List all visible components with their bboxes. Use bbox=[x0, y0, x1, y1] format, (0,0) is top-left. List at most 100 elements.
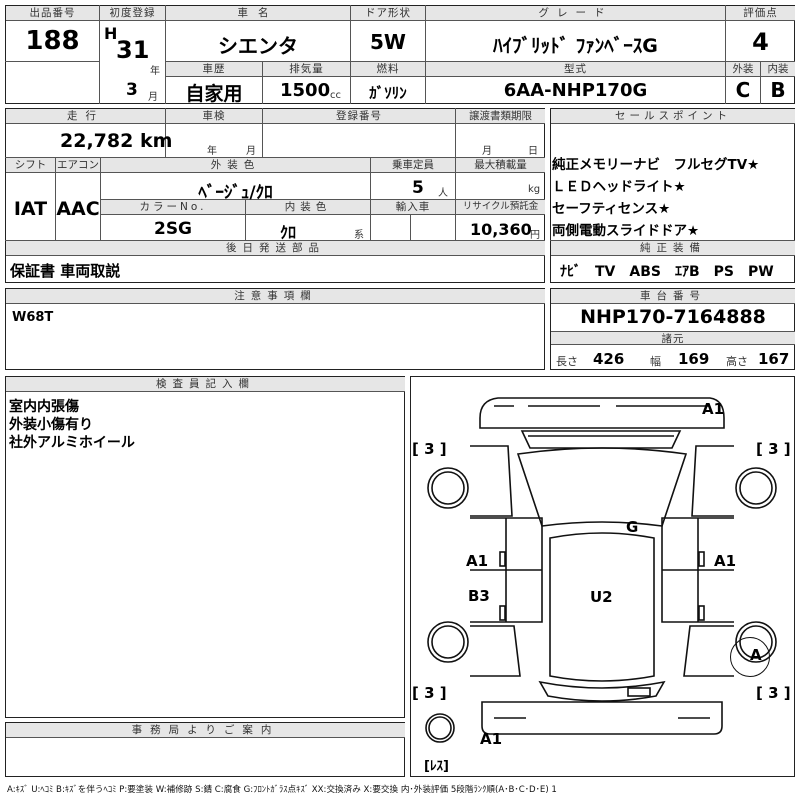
colorno-label: カラーNo. bbox=[101, 200, 245, 215]
mark-roof: U2 bbox=[590, 588, 613, 606]
divider bbox=[5, 61, 99, 62]
mark-windshield: G bbox=[626, 518, 638, 536]
width-label: 幅 bbox=[650, 355, 661, 368]
divider bbox=[165, 61, 795, 62]
divider bbox=[350, 61, 351, 104]
divider bbox=[165, 5, 166, 61]
mark-top-left: [ 3 ] bbox=[412, 440, 447, 458]
transfer-label: 譲渡書類期限 bbox=[456, 109, 545, 124]
divider bbox=[165, 61, 166, 104]
score: 4 bbox=[752, 28, 769, 56]
recycle-unit: 円 bbox=[530, 230, 540, 241]
intcolor-unit: 系 bbox=[354, 230, 364, 241]
length-label: 長さ bbox=[556, 355, 578, 368]
length: 426 bbox=[593, 350, 625, 368]
mark-bottom-left: [ 3 ] bbox=[412, 684, 447, 702]
divider bbox=[425, 5, 426, 61]
divider bbox=[425, 61, 426, 104]
mileage-unit: km bbox=[140, 130, 173, 152]
color-number: 2SG bbox=[153, 219, 193, 239]
divider bbox=[99, 5, 100, 104]
car-name: シエンタ bbox=[218, 34, 298, 58]
grade: ﾊｲﾌﾞﾘｯﾄﾞ ﾌｧﾝﾍﾞｰｽG bbox=[493, 35, 658, 57]
interior-label: 内装 bbox=[761, 62, 795, 77]
sales-line-2: ＬＥＤヘッドライト★ bbox=[552, 179, 686, 195]
model-code: 6AA-NHP170G bbox=[503, 80, 648, 101]
chassis-number: NHP170-7164888 bbox=[580, 306, 766, 328]
mileage-label: 走行 bbox=[6, 109, 165, 124]
sales-point-block bbox=[550, 108, 795, 283]
mark-left-rear-door: B3 bbox=[468, 587, 490, 605]
width: 169 bbox=[678, 350, 710, 368]
divider bbox=[370, 157, 371, 240]
height: 167 bbox=[758, 350, 790, 368]
regno-label: 登録番号 bbox=[263, 109, 455, 124]
inspector-line-1: 室内内張傷 bbox=[9, 399, 79, 415]
divider bbox=[245, 199, 246, 240]
divider bbox=[262, 61, 263, 104]
model-label: 型式 bbox=[426, 62, 725, 77]
shift-label: シフト bbox=[6, 158, 55, 173]
capacity: 5 bbox=[412, 178, 424, 198]
door-type: 5W bbox=[370, 30, 406, 54]
displacement-unit: cc bbox=[330, 90, 341, 101]
grade-label: グレード bbox=[426, 6, 725, 21]
dims-label: 諸元 bbox=[551, 331, 795, 345]
mark-bottom-right: [ 3 ] bbox=[756, 684, 791, 702]
month-unit: 月 bbox=[148, 92, 158, 103]
sales-line-3: セーフティセンス★ bbox=[552, 201, 671, 217]
right-rear-wheel-circle bbox=[730, 637, 770, 677]
divider bbox=[100, 199, 545, 200]
divider bbox=[262, 108, 263, 157]
inspection-label: 車検 bbox=[166, 109, 262, 124]
divider bbox=[725, 5, 726, 104]
load-label: 最大積載量 bbox=[456, 158, 545, 173]
history: 自家用 bbox=[185, 83, 243, 105]
reg-year: 31 bbox=[116, 36, 150, 64]
lot-number: 188 bbox=[25, 26, 80, 56]
mark-front-bumper: A1 bbox=[702, 400, 724, 418]
notes-block bbox=[5, 288, 545, 370]
later-parts: 保証書 車両取説 bbox=[10, 262, 121, 280]
inspection-year: 年 bbox=[207, 146, 217, 157]
capacity-unit: 人 bbox=[438, 188, 448, 199]
divider bbox=[100, 157, 101, 240]
equip-label: 純正装備 bbox=[551, 241, 795, 256]
vehicle-detail-block bbox=[5, 108, 545, 283]
mark-rear-bumper: A1 bbox=[480, 730, 502, 748]
divider bbox=[455, 157, 456, 240]
ac-label: エアコン bbox=[56, 158, 100, 173]
inspector-line-3: 社外アルミホイール bbox=[9, 435, 135, 451]
inspection-month: 月 bbox=[246, 146, 256, 157]
sales-line-4: 両側電動スライドドア★ bbox=[552, 223, 700, 239]
first-reg-label: 初度登録 bbox=[100, 6, 165, 21]
reg-month: 3 bbox=[126, 80, 138, 100]
inspector-label: 検査員記入欄 bbox=[6, 377, 405, 392]
divider bbox=[5, 240, 545, 241]
shift: IAT bbox=[13, 198, 48, 220]
divider bbox=[550, 240, 795, 241]
transfer-month: 月 bbox=[482, 146, 492, 157]
chassis-block bbox=[550, 288, 795, 370]
fuel: ｶﾞｿﾘﾝ bbox=[369, 84, 407, 102]
top-info-block bbox=[5, 5, 795, 104]
color-label: 外装色 bbox=[101, 158, 370, 173]
inspector-block bbox=[5, 376, 405, 718]
divider bbox=[410, 215, 411, 240]
notes-text: W68T bbox=[12, 310, 54, 325]
divider bbox=[350, 5, 351, 61]
history-label: 車歴 bbox=[166, 62, 262, 77]
intcolor-label: 内装色 bbox=[246, 200, 370, 215]
interior-grade: B bbox=[770, 78, 786, 102]
car-damage-diagram: A1 [ 3 ] [ 3 ] G A1 A1 B3 U2 A [ 3 ] [ 3… bbox=[412, 397, 791, 774]
year-unit: 年 bbox=[150, 66, 160, 77]
car-name-label: 車名 bbox=[166, 6, 350, 21]
legend: A:ｷｽﾞ U:ﾍｺﾐ B:ｷｽﾞを伴うﾍｺﾐ P:要塗装 W:補修跡 S:錆 … bbox=[7, 785, 557, 795]
height-label: 高さ bbox=[726, 355, 748, 368]
divider bbox=[5, 157, 545, 158]
sales-line-1: 純正メモリーナビ フルセグTV★ bbox=[552, 157, 760, 173]
exterior-grade: C bbox=[735, 78, 751, 102]
mark-right-front-door: A1 bbox=[714, 552, 736, 570]
load-unit: kg bbox=[528, 184, 541, 195]
later-label: 後日発送部品 bbox=[6, 241, 545, 256]
